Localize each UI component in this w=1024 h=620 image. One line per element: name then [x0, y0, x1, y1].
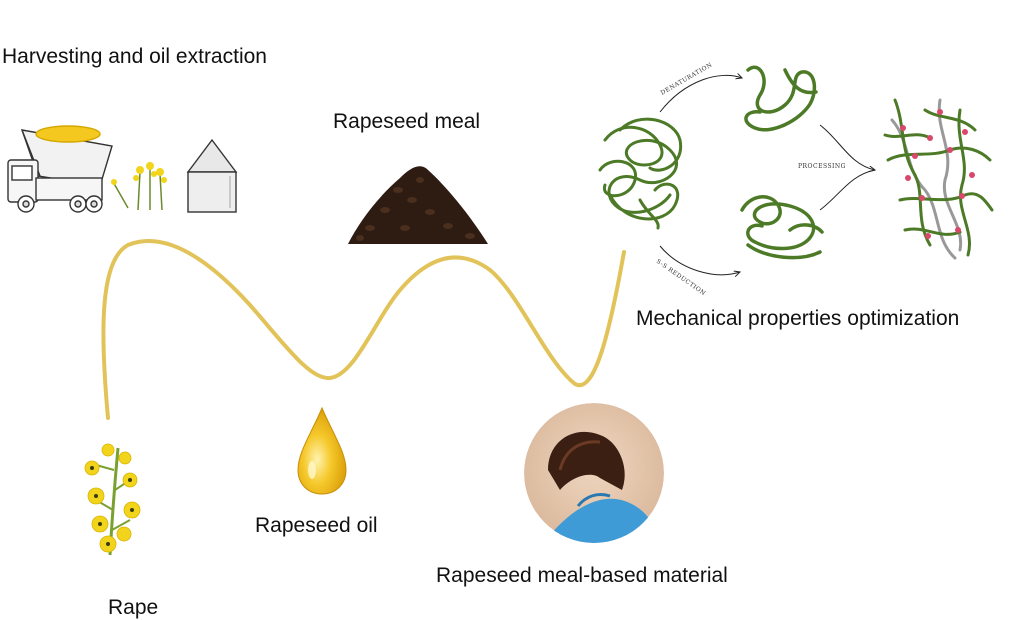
rape-plants-icon [111, 162, 167, 211]
reduced-protein-icon [740, 195, 824, 260]
process-curve [101, 239, 626, 420]
mechanical-optimization-label: Mechanical properties optimization [636, 307, 960, 330]
harvesting-label: Harvesting and oil extraction [2, 45, 267, 68]
rape-label: Rape [108, 596, 159, 619]
crosslinked-network-icon [883, 98, 994, 260]
rapeseed-meal-label: Rapeseed meal [333, 110, 481, 133]
oil-drop-icon [297, 406, 347, 495]
dump-truck-icon [7, 125, 113, 213]
rapeseed-oil-label: Rapeseed oil [255, 514, 378, 537]
label-processing: PROCESSING [798, 163, 846, 170]
arrow-reduction [659, 245, 740, 275]
protein-coil-icon [598, 117, 683, 230]
arrow-denaturation [659, 75, 742, 113]
silo-icon [186, 138, 238, 213]
arrow-processing [819, 124, 875, 170]
arrow-processing-2 [819, 169, 876, 211]
rape-flower-icon [84, 443, 141, 556]
denatured-protein-icon [744, 65, 818, 132]
material-label: Rapeseed meal-based material [436, 564, 728, 587]
material-photo [524, 403, 664, 543]
meal-pile-icon [348, 166, 488, 244]
